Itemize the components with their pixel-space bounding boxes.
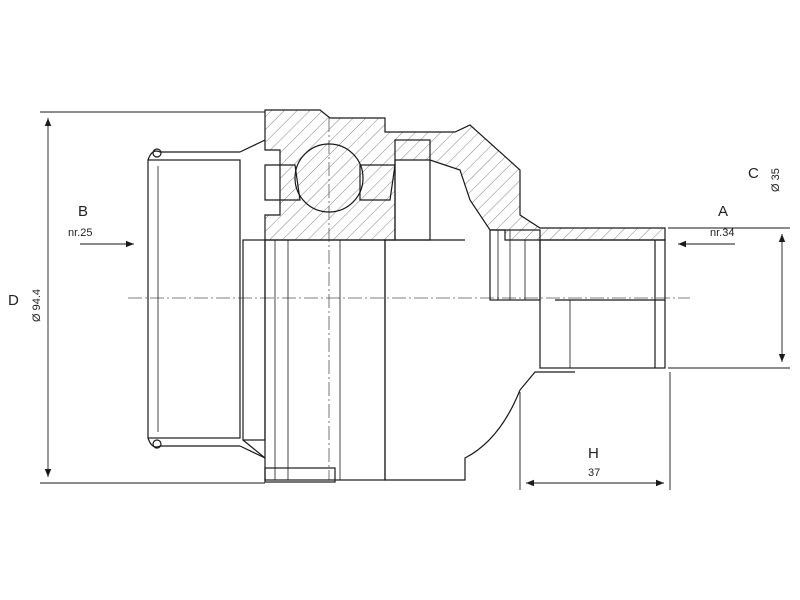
dimension-b: B nr.25 [68, 203, 134, 248]
label-h: H [588, 445, 599, 462]
housing-body [242, 239, 575, 483]
output-shaft [489, 229, 666, 369]
label-a: A [718, 203, 728, 220]
label-d: D [8, 292, 19, 309]
dimension-c: C Ø 35 [668, 165, 790, 369]
boot-flange [147, 139, 266, 459]
label-h-value: 37 [588, 467, 600, 479]
housing-section-hatched [264, 109, 666, 241]
label-b-sub: nr.25 [68, 227, 92, 239]
label-b: B [78, 203, 88, 220]
dimension-a: A nr.34 [678, 203, 735, 248]
label-c-value: Ø 35 [770, 168, 782, 192]
dimension-d: D Ø 94.4 [8, 111, 265, 484]
dimension-h: H 37 [519, 372, 671, 490]
ball-cage [264, 139, 431, 241]
label-a-sub: nr.34 [710, 227, 734, 239]
label-c: C [748, 165, 759, 182]
label-d-value: Ø 94.4 [31, 289, 43, 322]
